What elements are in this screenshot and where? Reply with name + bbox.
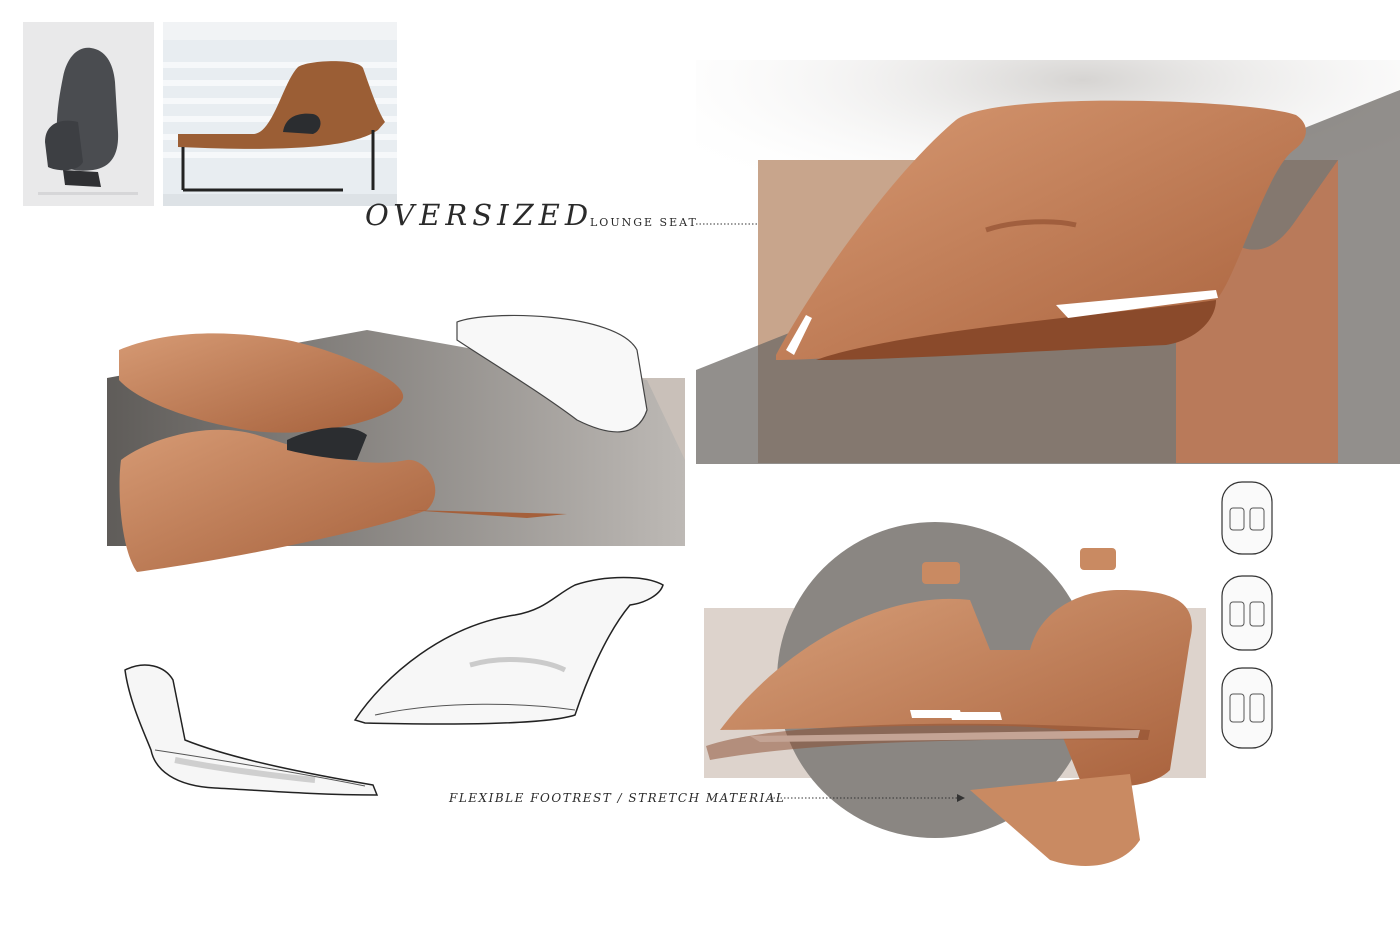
- footrest-callout-label: FLEXIBLE FOOTREST / STRETCH MATERIAL: [449, 791, 786, 805]
- seat-layout-top-view-3: [1221, 667, 1273, 749]
- page-title: OVERSIZED: [365, 198, 594, 232]
- sketch-twin-seats-footrest: [704, 522, 1206, 866]
- footrest-leader-arrow: [770, 794, 965, 802]
- page-subtitle: LOUNGE SEAT: [590, 216, 698, 229]
- seat-layout-top-view-1: [1221, 481, 1273, 555]
- reference-photo-chaise: [163, 22, 397, 206]
- seat-layout-top-view-2: [1221, 575, 1273, 651]
- sketch-lounge-seat-main: [696, 60, 1400, 464]
- sketch-pencil-reclined: [124, 664, 379, 796]
- reference-photo-armchair: [23, 22, 154, 206]
- sketch-pencil-upright: [353, 576, 664, 725]
- sketch-twin-seats-left: [107, 314, 685, 572]
